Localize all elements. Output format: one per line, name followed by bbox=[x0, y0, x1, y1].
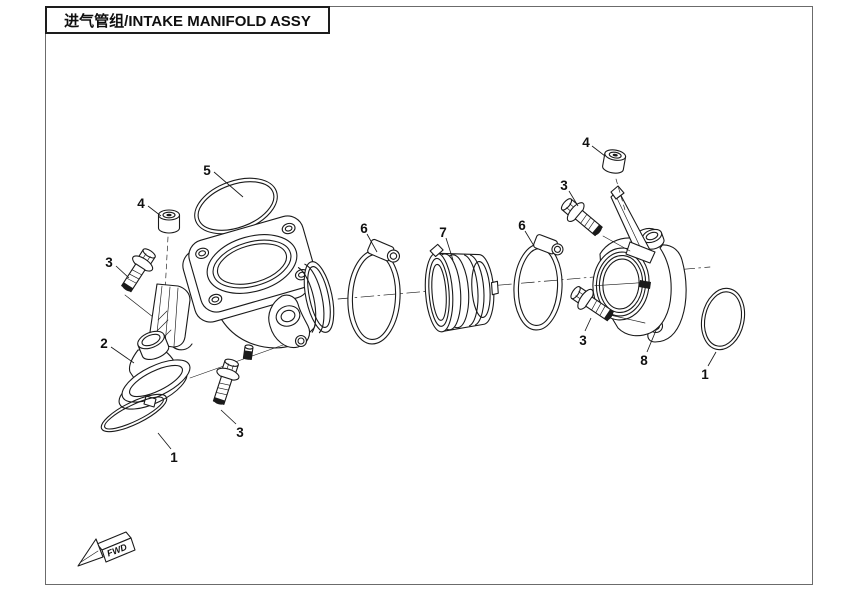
callout-3-left: 3 bbox=[105, 255, 113, 270]
callout-1-left: 1 bbox=[170, 450, 178, 465]
part-4-damper-left bbox=[157, 209, 181, 234]
part-1-oring-left bbox=[100, 393, 168, 433]
part-3-bolt-right-top bbox=[556, 193, 608, 242]
part-7-intake-boot bbox=[424, 243, 499, 333]
callout-6-right: 6 bbox=[518, 218, 526, 233]
part-manifold-body bbox=[182, 215, 335, 360]
callout-2: 2 bbox=[100, 336, 108, 351]
bolt-pointer-left bbox=[124, 294, 154, 318]
part-6-clamp-right bbox=[513, 234, 564, 331]
fwd-marker: FWD bbox=[77, 531, 136, 567]
bolt-pointer-right-bottom bbox=[609, 314, 646, 324]
callout-8: 8 bbox=[640, 353, 648, 368]
callout-3-bottom: 3 bbox=[236, 425, 244, 440]
drawing-border bbox=[45, 6, 813, 585]
callout-7: 7 bbox=[439, 225, 447, 240]
callout-5: 5 bbox=[203, 163, 211, 178]
callout-3-right-top: 3 bbox=[560, 178, 568, 193]
part-1-oring-right bbox=[700, 287, 746, 351]
part-6-clamp-left bbox=[347, 238, 401, 345]
callout-4-right: 4 bbox=[582, 135, 590, 150]
callout-3-right-bottom: 3 bbox=[579, 333, 587, 348]
callouts: 5 4 3 2 1 3 6 7 6 4 3 3 8 1 bbox=[100, 135, 717, 465]
title-box: 进气管组/INTAKE MANIFOLD ASSY bbox=[45, 6, 330, 34]
damper-axis-right bbox=[615, 178, 626, 211]
damper-axis-left bbox=[164, 236, 169, 293]
callout-4-left: 4 bbox=[137, 196, 145, 211]
bolt-pointer-right-top bbox=[602, 235, 631, 252]
callout-6-left: 6 bbox=[360, 221, 368, 236]
part-4-damper-right bbox=[601, 147, 627, 176]
page-title: 进气管组/INTAKE MANIFOLD ASSY bbox=[64, 12, 311, 30]
part-3-bolt-left bbox=[115, 244, 161, 297]
part-3-bolt-bottom bbox=[206, 355, 245, 409]
callout-1-right: 1 bbox=[701, 367, 709, 382]
part-bracket-right bbox=[610, 185, 656, 264]
